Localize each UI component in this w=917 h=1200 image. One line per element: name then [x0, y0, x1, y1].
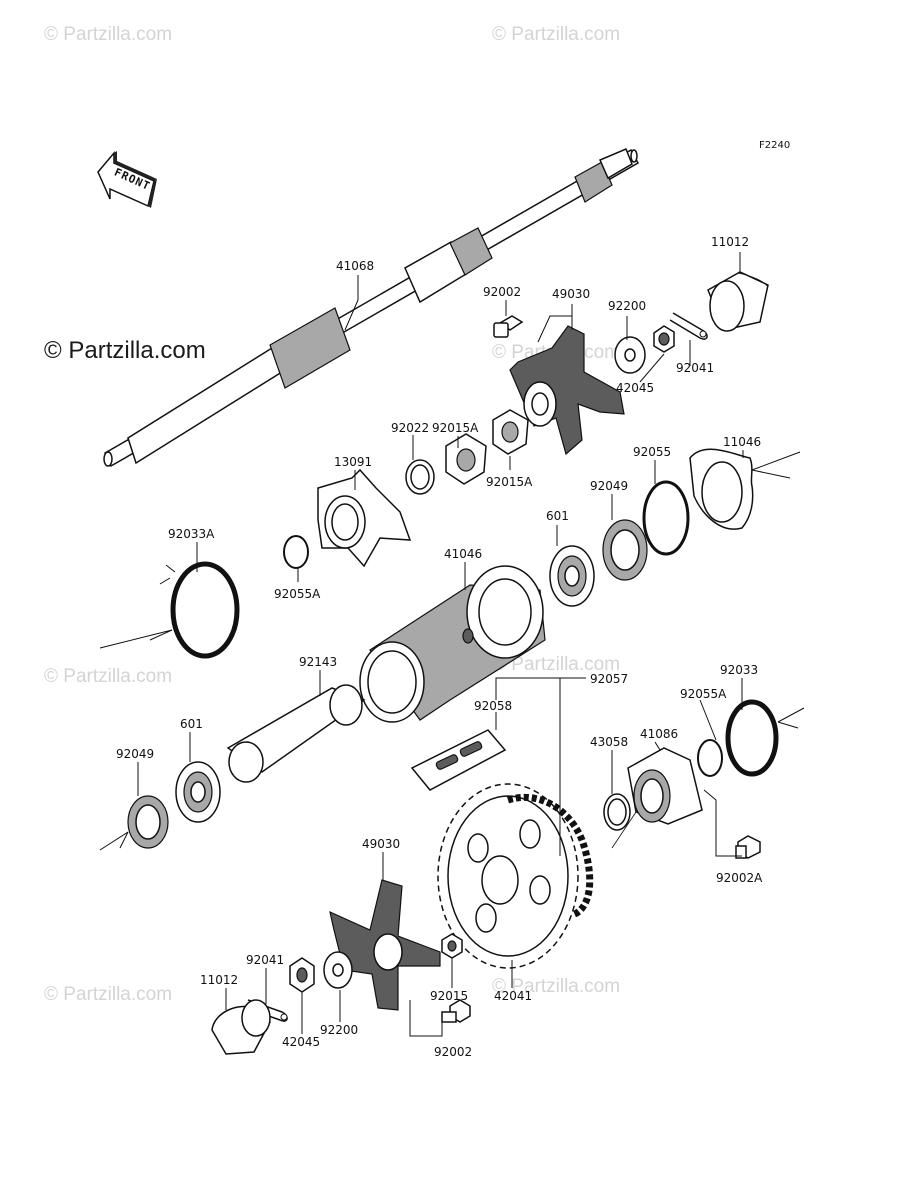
part-label: 92015A	[486, 475, 533, 489]
front-arrow-icon: FRONT	[97, 150, 157, 208]
cap-top	[707, 271, 769, 332]
circlip-right	[725, 699, 805, 777]
part-label: 43058	[590, 735, 628, 749]
part-label: 92033	[720, 663, 758, 677]
part-label: 49030	[362, 837, 400, 851]
o-ring-small-right	[697, 739, 723, 777]
drive-chain	[506, 793, 594, 919]
bolt-lower	[441, 999, 471, 1023]
axle-housing	[359, 565, 546, 723]
part-label: 11046	[723, 435, 761, 449]
bearing-lower	[175, 761, 221, 823]
part-label: 41068	[336, 259, 374, 273]
chain-guard	[689, 448, 801, 530]
part-label: 42045	[616, 381, 654, 395]
part-label: 92015	[430, 989, 468, 1003]
long-collar	[226, 684, 366, 783]
cap-lower	[211, 999, 271, 1055]
part-label: 42045	[282, 1035, 320, 1049]
rear-sprocket	[437, 783, 579, 969]
part-label: 601	[180, 717, 203, 731]
washer-top	[614, 336, 646, 374]
part-label: 92055	[633, 445, 671, 459]
part-label: 92015A	[432, 421, 479, 435]
bearing-upper	[549, 545, 595, 607]
part-label: 601	[546, 509, 569, 523]
sprocket-carrier	[317, 468, 412, 568]
rear-axle-shaft	[103, 148, 640, 468]
part-label: 92049	[590, 479, 628, 493]
part-label: 92057	[590, 672, 628, 686]
part-label: 92041	[246, 953, 284, 967]
part-label: 42041	[494, 989, 532, 1003]
watermark: © Partzilla.com	[44, 666, 172, 687]
part-labels: 41068 11012 92002 49030 92200 92041 4204…	[116, 235, 763, 1059]
part-label: 92041	[676, 361, 714, 375]
part-label: 92022	[391, 421, 429, 435]
watermark: © Partzilla.com	[44, 24, 172, 45]
part-label: 92058	[474, 699, 512, 713]
part-label: 41086	[640, 727, 678, 741]
part-label: 41046	[444, 547, 482, 561]
part-label: 92002	[434, 1045, 472, 1059]
seal-lower	[99, 795, 169, 851]
watermark-main: © Partzilla.com	[44, 337, 206, 364]
cotter-pin-top	[669, 312, 708, 340]
watermarks: © Partzilla.com © Partzilla.com © Partzi…	[44, 24, 620, 1005]
part-label: 92200	[320, 1023, 358, 1037]
seal-upper	[602, 519, 648, 581]
part-label: 92049	[116, 747, 154, 761]
bolt-right	[735, 835, 761, 859]
leader-lines	[137, 252, 744, 1037]
o-ring-small-left	[283, 535, 309, 569]
watermark: © Partzilla.com	[492, 24, 620, 45]
bolt-top	[493, 315, 524, 338]
watermark: © Partzilla.com	[492, 654, 620, 675]
part-label: 92055A	[680, 687, 727, 701]
brake-hub	[611, 747, 703, 849]
hub-lower	[329, 879, 441, 1011]
diagram-code: F2240	[759, 140, 790, 151]
part-label: 49030	[552, 287, 590, 301]
part-label: 92055A	[274, 587, 321, 601]
part-label: 92002A	[716, 871, 763, 885]
castle-nut-lower	[289, 957, 315, 993]
part-label: 92033A	[168, 527, 215, 541]
lock-nut-a	[445, 433, 487, 485]
seal-ring	[603, 793, 631, 831]
castle-nut-top	[653, 325, 675, 353]
collar	[405, 459, 435, 495]
watermark: © Partzilla.com	[44, 984, 172, 1005]
part-label: 13091	[334, 455, 372, 469]
nut-lower	[441, 933, 463, 959]
part-label: 92143	[299, 655, 337, 669]
washer-lower	[323, 951, 353, 989]
lock-nut-b	[492, 409, 529, 455]
part-label: 92002	[483, 285, 521, 299]
o-ring-large	[642, 480, 690, 556]
circlip-left	[99, 561, 240, 659]
hub-top	[509, 325, 625, 456]
master-link-kit	[410, 729, 507, 791]
watermark: © Partzilla.com	[492, 976, 620, 997]
part-label: 11012	[200, 973, 238, 987]
part-label: 11012	[711, 235, 749, 249]
part-label: 92200	[608, 299, 646, 313]
